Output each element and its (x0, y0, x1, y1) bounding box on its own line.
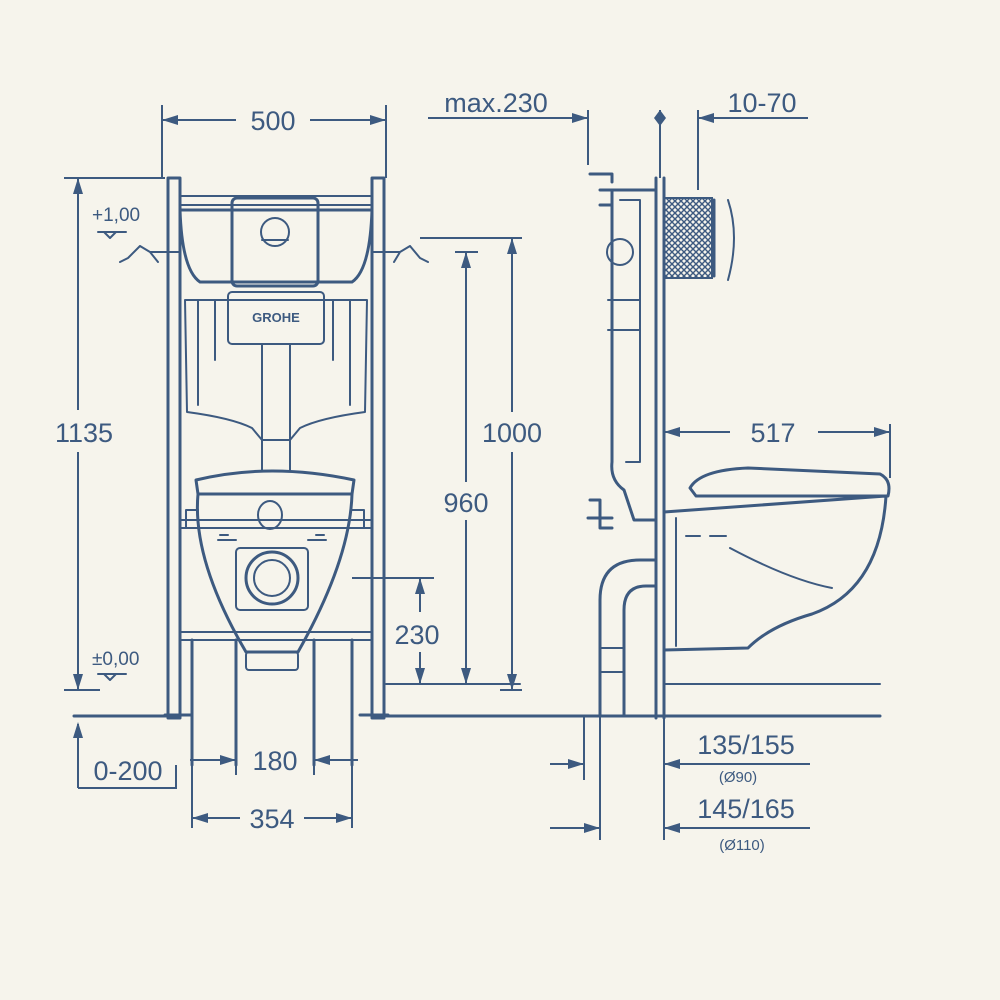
dim-total-height-label: 1135 (55, 418, 113, 448)
dim-pipe-small-diameter: (Ø90) (719, 769, 757, 786)
wc-bowl-front (185, 492, 365, 671)
brand-logo: GROHE (252, 310, 300, 325)
dim-pipe-large-label: 145/165 (697, 794, 795, 824)
dimension-10-70: 10-70 (654, 88, 808, 190)
dimension-354: 354 (191, 765, 353, 834)
side-view: max.230 10-70 517 135/155 (Ø90) (428, 88, 891, 854)
dim-foot-spacing-label: 354 (249, 804, 294, 834)
wall-section (654, 176, 666, 720)
flush-plate (230, 196, 320, 288)
dimension-180: 180 (190, 746, 358, 776)
cistern-side (598, 188, 658, 522)
foot-right (312, 638, 354, 767)
side-fixing (586, 498, 614, 530)
dim-bolt-spacing-label: 180 (252, 746, 297, 776)
dim-bowl-depth-label: 517 (750, 418, 795, 448)
dimension-1000: 1000 (420, 237, 542, 691)
dimension-0-200: 0-200 (73, 722, 177, 789)
dim-bolt-height-label: 230 (394, 620, 439, 650)
water-inlet-left (119, 245, 181, 263)
drain-pipe (598, 558, 658, 718)
flush-connector (194, 439, 356, 530)
level-marker-upper (97, 231, 127, 239)
bottom-rail (179, 631, 373, 641)
flush-panel-section (663, 197, 713, 279)
top-bracket (588, 172, 614, 184)
dim-outlet-height-label: 960 (443, 488, 488, 518)
dim-floor-offset-label: 0-200 (93, 756, 162, 786)
dimension-1135: 1135 (55, 177, 165, 691)
dim-width-label: 500 (250, 106, 295, 136)
wc-bowl-side (662, 466, 891, 652)
dim-pipe-small-label: 135/155 (697, 730, 795, 760)
top-rail (179, 195, 373, 206)
level-upper-label: +1,00 (92, 205, 140, 226)
dim-pipe-large-diameter: (Ø110) (719, 837, 765, 854)
cistern (178, 208, 374, 441)
dimension-960: 960 (443, 251, 489, 684)
dim-frame-height-label: 1000 (482, 418, 542, 448)
frame-upright-left (163, 176, 194, 720)
flush-button-side (727, 199, 735, 281)
dimension-230: 230 (352, 577, 440, 684)
dimension-max230: max.230 (428, 88, 589, 165)
level-zero-label: ±0,00 (92, 649, 139, 670)
dimension-145-165: 145/165 (Ø110) (550, 716, 810, 854)
front-view: GROHE +1,00 ±0,00 (55, 105, 602, 834)
dimension-135-155: 135/155 (Ø90) (550, 716, 810, 786)
water-inlet-right (371, 245, 429, 263)
level-marker-zero (97, 673, 127, 681)
dimension-500: 500 (161, 105, 387, 178)
dim-max-depth-label: max.230 (444, 88, 548, 118)
foot-left (190, 638, 238, 767)
dimension-517: 517 (664, 418, 891, 478)
dim-wall-thickness-label: 10-70 (727, 88, 796, 118)
